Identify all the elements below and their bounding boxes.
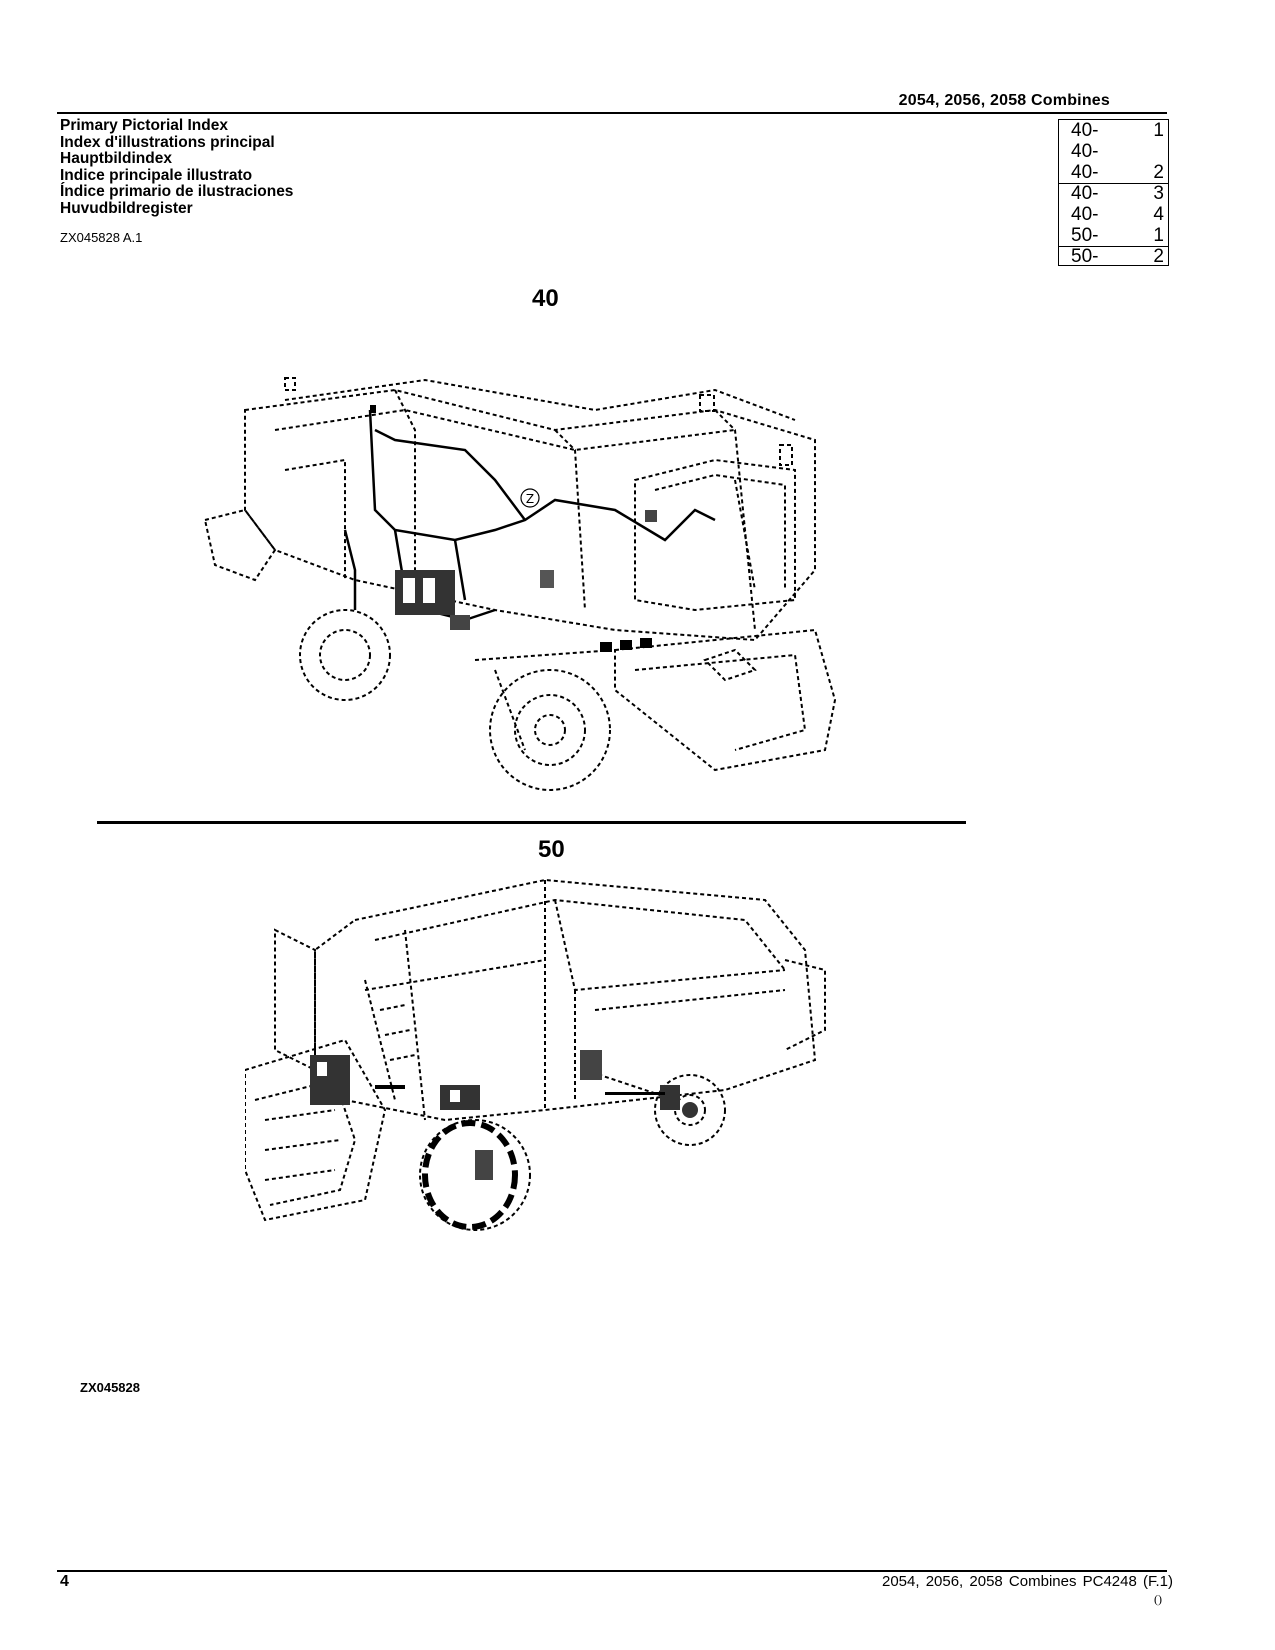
combine-electrical-harness-illustration[interactable]: Z [195,370,895,810]
header-rule [57,112,1167,114]
ref-prefix: 40- [1071,162,1099,183]
footer-text: 2054, 2056, 2058 Combines PC4248 (F.1) [881,1573,1173,1590]
ref-prefix: 50- [1071,246,1099,267]
figure-code: ZX045828 [80,1380,140,1395]
index-title-sv: Huvudbildregister [60,199,193,217]
index-title-de: Hauptbildindex [60,150,172,168]
index-title-es: Índice primario de ilustraciones [60,183,294,201]
figure-reference: ZX045828 A.1 [60,230,143,245]
callout-z-label: Z [526,492,534,506]
ref-row[interactable]: 40- 3 [1059,183,1168,204]
index-title-en: Primary Pictorial Index [60,117,228,134]
ref-number: 1 [1153,225,1164,246]
section-divider [97,821,966,824]
ref-row[interactable]: 40- 2 [1059,162,1168,183]
ref-number: 1 [1153,120,1164,141]
ref-row[interactable]: 40- [1059,141,1168,162]
index-title-it: Indice principale illustrato [60,166,253,184]
ref-prefix: 50- [1071,225,1099,246]
section-40-label: 40 [532,285,559,312]
ref-row[interactable]: 40- 4 [1059,204,1168,225]
section-50-label: 50 [538,836,565,863]
footer-rule [57,1570,1167,1572]
ref-number: 4 [1153,204,1164,225]
ref-row[interactable]: 40- 1 [1059,120,1168,141]
ref-prefix: 40- [1071,204,1099,225]
ref-prefix: 40- [1071,120,1099,141]
page-number: 4 [60,1573,69,1590]
ref-row[interactable]: 50- 2 [1059,246,1168,267]
document-header-title: 2054, 2056, 2058 Combines [898,92,1110,109]
ref-number: 3 [1153,183,1164,204]
ref-separator [1059,246,1168,247]
index-title-fr: Index d'illustrations principal [60,133,275,151]
ref-row[interactable]: 50- 1 [1059,225,1168,246]
ref-prefix: 40- [1071,183,1099,204]
reference-table: 40- 1 40- 40- 2 40- 3 40- 4 50- 1 50- 2 [1058,119,1169,267]
ref-prefix: 40- [1071,141,1099,162]
ref-number: 2 [1153,246,1164,267]
ref-separator [1059,183,1168,184]
ref-number: 2 [1153,162,1164,183]
footer-mark: () [1154,1592,1162,1606]
combine-drive-components-illustration[interactable] [245,870,865,1280]
index-titles: Primary Pictorial Index Index d'illustra… [60,117,294,218]
